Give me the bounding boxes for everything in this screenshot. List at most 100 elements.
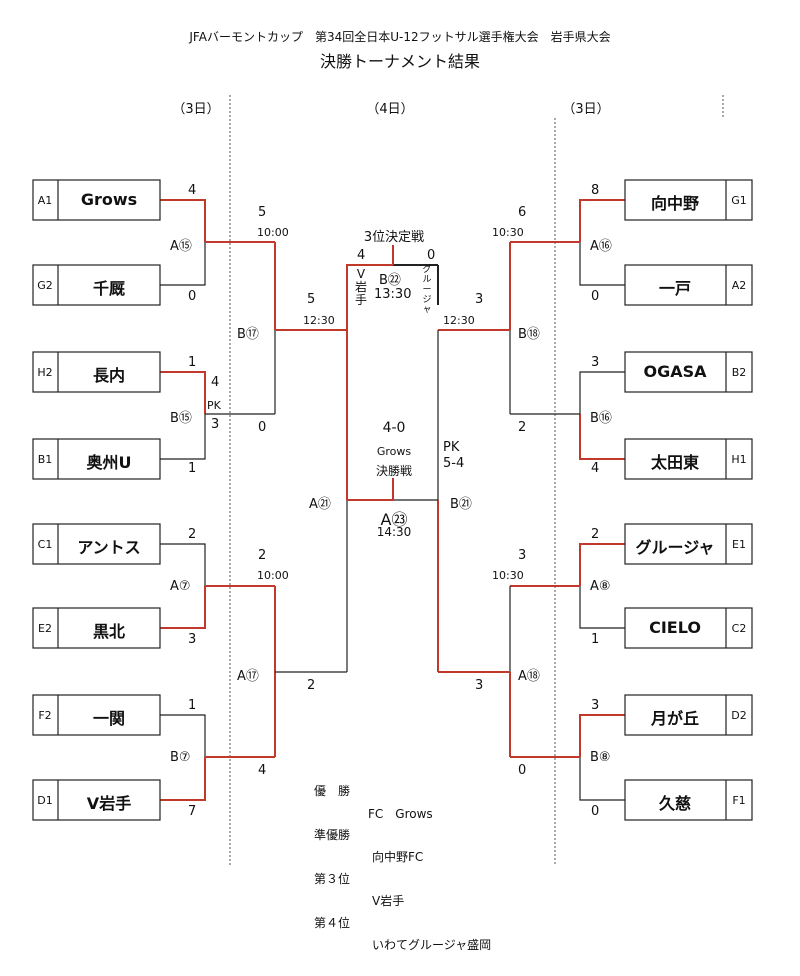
- match-time: 10:00: [257, 226, 289, 239]
- match-time: 10:30: [492, 569, 524, 582]
- left-bracket: [160, 199, 393, 801]
- final-time: 14:30: [376, 525, 412, 539]
- left-team-boxes: [32, 179, 161, 821]
- team-code: D1: [37, 794, 53, 807]
- day-label-right: （3日）: [562, 102, 610, 117]
- score-label: 1: [188, 461, 197, 476]
- team-code: F2: [38, 709, 52, 722]
- score-label: 3: [591, 355, 600, 370]
- rank-team: いわてグルージャ盛岡: [372, 938, 492, 952]
- team-name: CIELO: [649, 618, 701, 637]
- team-name: Grows: [80, 190, 138, 209]
- team-code: A2: [731, 279, 747, 292]
- final-match: A㉓: [380, 510, 408, 529]
- day-label-left: （3日）: [172, 102, 220, 117]
- match-label: A㉑: [309, 497, 331, 512]
- team-code: C2: [731, 622, 747, 635]
- score-label: 6: [518, 205, 527, 220]
- team-code: H1: [731, 453, 747, 466]
- team-name: V岩手: [86, 794, 132, 813]
- rank-label: 優 勝: [314, 784, 351, 798]
- match-label: B⑦: [170, 750, 191, 765]
- pk-label: PK: [207, 399, 221, 412]
- match-time: 12:30: [303, 314, 335, 327]
- match-time: 10:30: [492, 226, 524, 239]
- team-name: 千厩: [92, 279, 126, 298]
- rank-label: 第３位: [314, 872, 351, 886]
- score-label: 3: [475, 292, 484, 307]
- score-label: 4: [258, 763, 267, 778]
- third-place-time: 13:30: [374, 287, 412, 302]
- final-score: 4-0: [382, 420, 406, 436]
- match-label: B⑮: [170, 411, 192, 426]
- score-label: 1: [591, 632, 600, 647]
- team-name: 一関: [92, 709, 126, 728]
- score-label: 0: [591, 289, 600, 304]
- team-name: 月が丘: [650, 709, 700, 728]
- team-code: G1: [731, 194, 747, 207]
- score-label: 4: [591, 461, 600, 476]
- team-code: C1: [37, 538, 53, 551]
- score-label: 0: [591, 804, 600, 819]
- third-place-match: B㉒: [379, 273, 401, 288]
- final-pk-score: 5-4: [443, 456, 465, 471]
- third-place-left-score: 4: [357, 248, 366, 263]
- score-label: 8: [591, 183, 600, 198]
- score-label: 5: [258, 205, 267, 220]
- team-code: B2: [731, 366, 747, 379]
- team-code: G2: [37, 279, 53, 292]
- match-label: A⑮: [170, 239, 192, 254]
- team-name: 太田東: [650, 453, 700, 472]
- team-code: E2: [38, 622, 52, 635]
- score-label: 3: [211, 417, 220, 432]
- team-name: グルージャ: [635, 538, 715, 557]
- day-label-center: （4日）: [366, 102, 414, 117]
- score-label: 5: [307, 292, 316, 307]
- team-code: D2: [731, 709, 747, 722]
- score-label: 2: [518, 420, 527, 435]
- third-place-right-score: 0: [427, 248, 436, 263]
- score-label: 0: [188, 289, 197, 304]
- score-label: 1: [188, 698, 197, 713]
- match-time: 12:30: [443, 314, 475, 327]
- match-label: A⑱: [518, 669, 540, 684]
- team-name: 奥州U: [86, 453, 132, 472]
- team-code: A1: [37, 194, 53, 207]
- match-time: 10:00: [257, 569, 289, 582]
- score-label: 3: [188, 632, 197, 647]
- score-label: 3: [518, 548, 527, 563]
- team-name: 向中野: [650, 194, 700, 213]
- score-label: 3: [591, 698, 600, 713]
- rank-team: FC Grows: [368, 807, 433, 821]
- score-label: 2: [258, 548, 267, 563]
- pk-score: 4: [211, 375, 220, 390]
- team-name: 一戸: [658, 279, 692, 298]
- team-name: 久慈: [658, 794, 692, 813]
- match-label: B⑧: [590, 750, 611, 765]
- right-bracket: [393, 199, 625, 801]
- team-name: OGASA: [643, 362, 707, 381]
- match-label: B⑱: [518, 327, 540, 342]
- final-winner: Grows: [376, 445, 412, 458]
- score-label: 2: [188, 527, 197, 542]
- page-title: 決勝トーナメント結果: [319, 52, 481, 71]
- match-label: B㉑: [450, 497, 472, 512]
- team-name: アントス: [77, 538, 141, 557]
- score-label: 0: [518, 763, 527, 778]
- final-pk-label: PK: [443, 440, 460, 455]
- team-code: H2: [37, 366, 53, 379]
- rank-label: 第４位: [314, 916, 351, 930]
- score-label: 7: [188, 804, 197, 819]
- third-place-right-team: グ ル ー ジ ャ: [422, 265, 432, 315]
- score-label: 1: [188, 355, 197, 370]
- third-place-title: 3位決定戦: [363, 230, 425, 245]
- score-label: 2: [307, 678, 316, 693]
- third-place-left-team: V 岩 手: [354, 267, 367, 307]
- team-name: 長内: [92, 366, 126, 385]
- match-label: A⑰: [237, 669, 259, 684]
- score-label: 3: [475, 678, 484, 693]
- score-label: 4: [188, 183, 197, 198]
- header-line1: JFAバーモントカップ 第34回全日本U-12フットサル選手権大会 岩手県大会: [189, 30, 611, 44]
- right-team-boxes: [624, 179, 753, 821]
- team-name: 黒北: [92, 622, 126, 641]
